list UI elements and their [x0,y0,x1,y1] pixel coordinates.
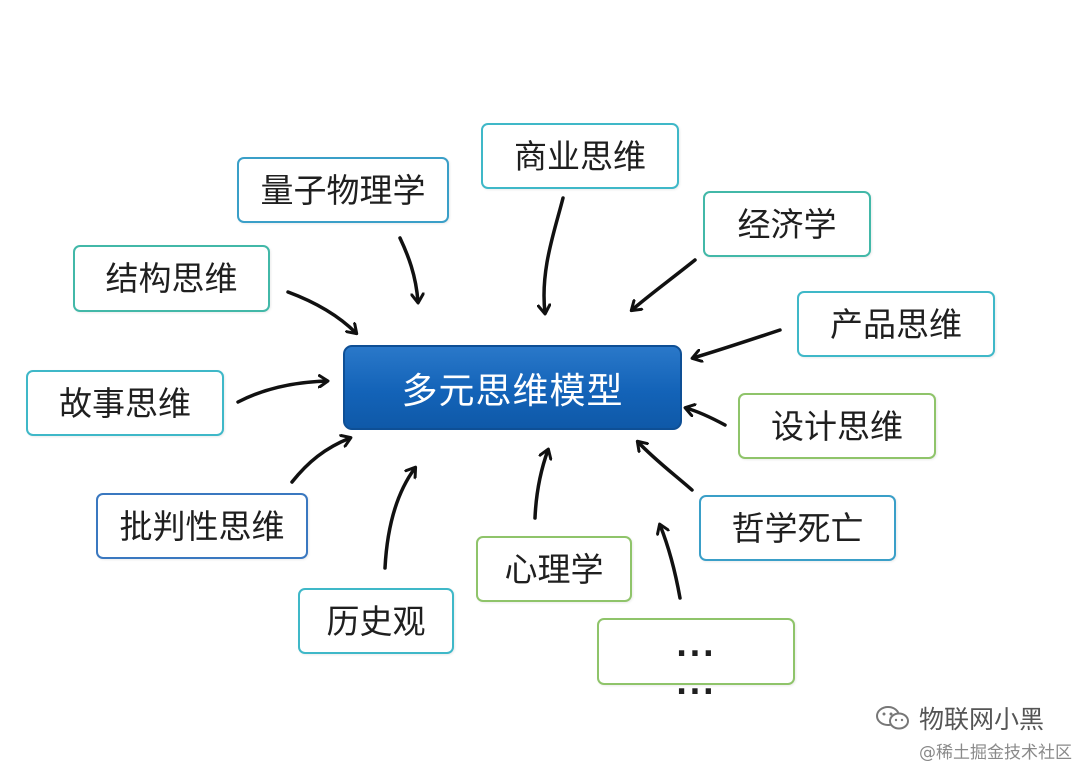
node-history-view-label: 历史观 [326,601,426,641]
node-structure-thinking: 结构思维 [73,245,270,312]
node-critical-thinking: 批判性思维 [96,493,308,559]
node-psychology-label: 心理学 [504,549,604,589]
node-psychology: 心理学 [476,536,632,602]
node-economics-label: 经济学 [737,204,837,244]
node-more: ... ... [597,618,795,700]
node-business-thinking-label: 商业思维 [514,136,646,176]
arrow-shangye [544,196,565,313]
node-philosophy-death: 哲学死亡 [699,495,896,561]
node-more-dots-2: ... [675,667,717,702]
arrow-lishi [383,468,415,570]
arrow-liangzi [398,236,418,302]
wechat-icon [875,706,909,730]
arrow-gushi [236,381,327,404]
node-economics: 经济学 [703,191,871,257]
node-story-thinking-label: 故事思维 [59,383,191,423]
node-quantum-physics: 量子物理学 [237,157,449,223]
center-node: 多元思维模型 [343,345,682,430]
node-design-thinking-label: 设计思维 [771,406,903,446]
node-philosophy-death-label: 哲学死亡 [731,508,864,548]
arrow-jiegou [286,290,356,333]
node-structure-thinking-label: 结构思维 [105,259,238,298]
node-history-view: 历史观 [298,588,454,654]
node-design-thinking: 设计思维 [738,393,936,459]
watermark-site: @稀土掘金技术社区 [919,743,1072,763]
node-critical-thinking-label: 批判性思维 [119,506,285,546]
arrow-sheji [686,408,727,427]
node-product-thinking: 产品思维 [797,291,995,357]
center-label: 多元思维模型 [401,370,624,412]
arrow-ellipsis [660,525,682,600]
node-story-thinking: 故事思维 [26,370,224,436]
watermark-brand-label: 物联网小黑 [918,705,1044,734]
node-more-dots: ... [675,629,717,664]
watermark-brand: 物联网小黑 [875,700,1044,736]
arrow-chanpin [693,328,782,358]
arrow-xinli [533,450,548,520]
node-business-thinking: 商业思维 [481,123,679,189]
arrow-jingji [632,258,697,310]
arrow-zhexue [638,442,694,492]
node-quantum-physics-label: 量子物理学 [260,170,426,210]
node-product-thinking-label: 产品思维 [830,304,962,344]
arrow-pipan [290,438,350,484]
